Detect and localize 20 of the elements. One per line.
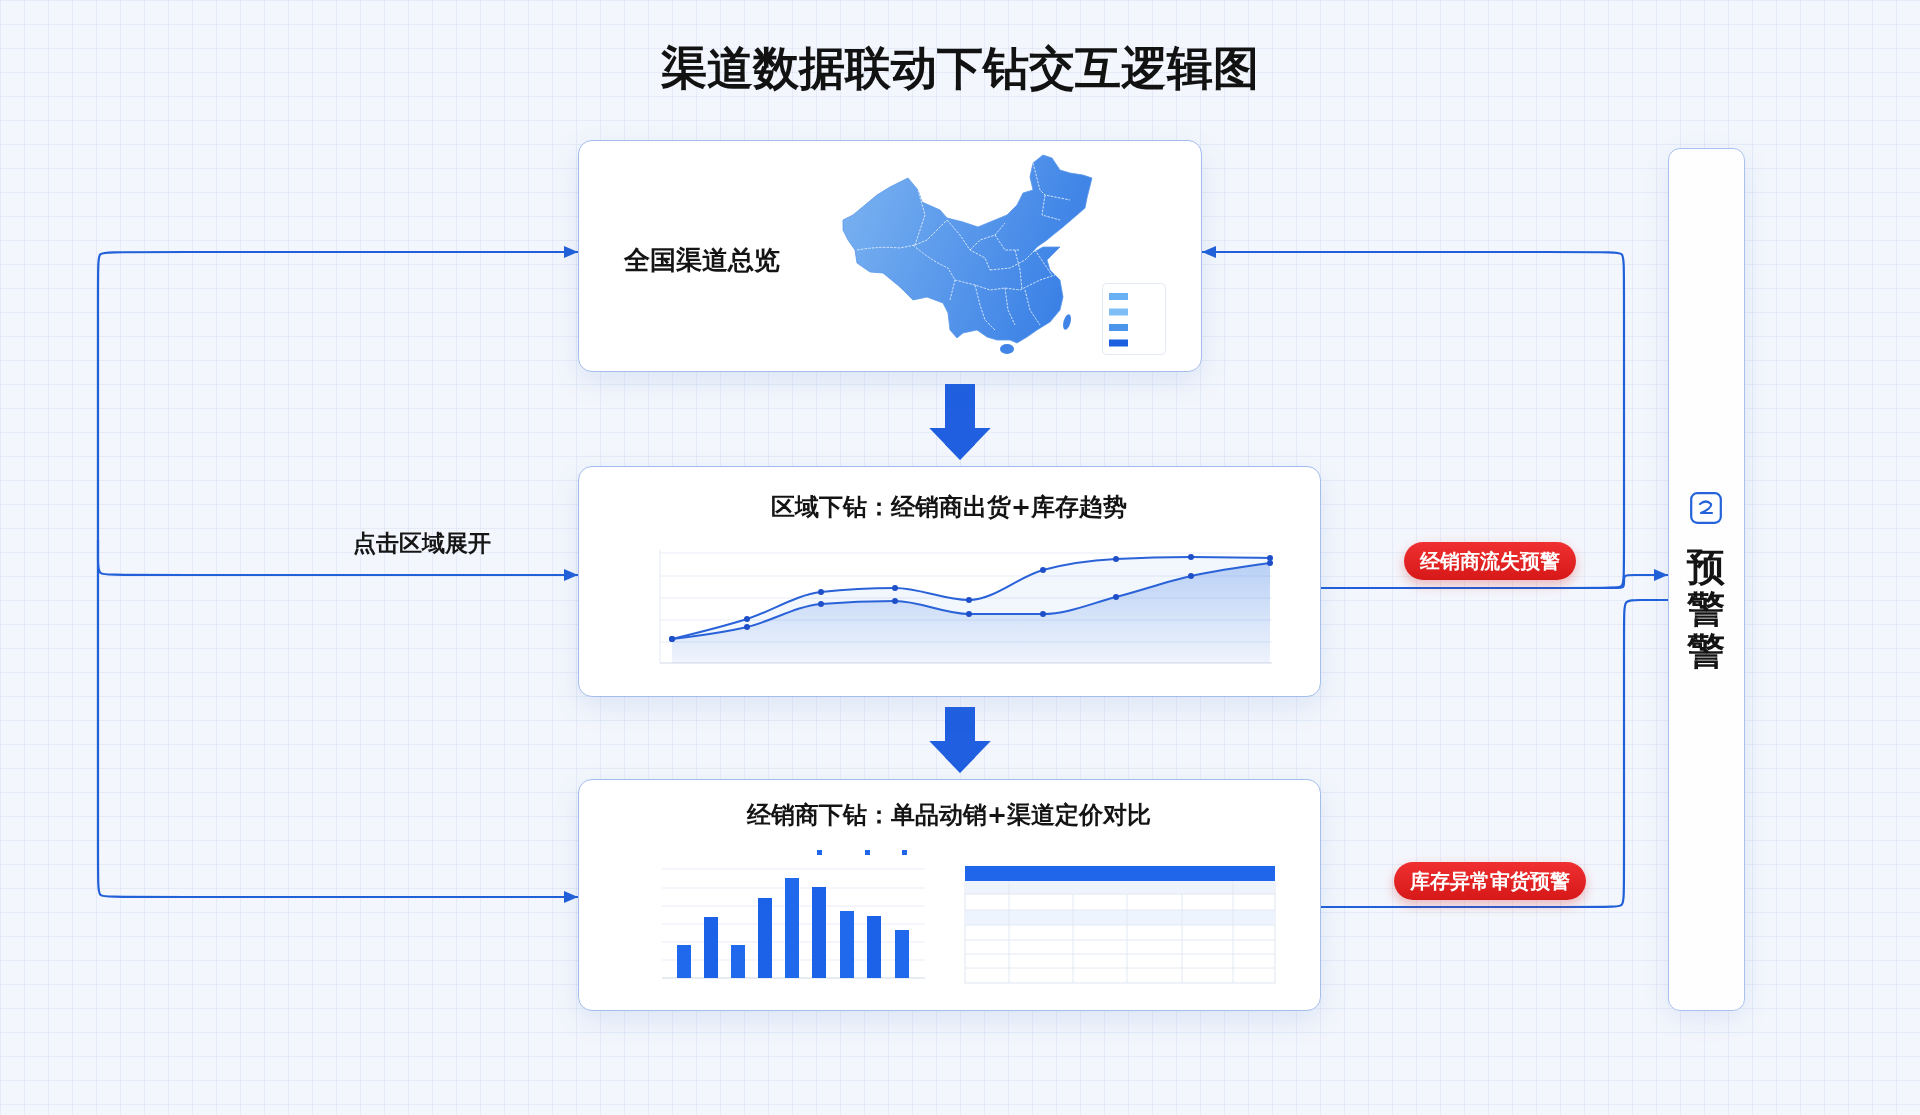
connector-arrow	[96, 246, 578, 575]
alert-panel	[1668, 148, 1745, 1011]
block-arrow	[929, 384, 991, 460]
connector-arrow	[96, 575, 578, 903]
connector-arrow	[96, 540, 578, 581]
alert-tag: 库存异常审货预警	[1394, 862, 1586, 900]
connector-arrow	[1202, 246, 1626, 590]
edge-label: 点击区域展开	[353, 530, 491, 558]
card-title: 全国渠道总览	[624, 245, 780, 277]
card-title: 经销商下钻：单品动销+渠道定价对比	[746, 801, 1152, 830]
card-title: 区域下钻：经销商出货+库存趋势	[770, 493, 1128, 522]
panel-title: 预警警	[1687, 547, 1725, 673]
chart-card	[578, 779, 1321, 1011]
diagram-title: 渠道数据联动下钻交互逻辑图	[661, 42, 1259, 95]
chart-card	[578, 466, 1321, 697]
alert-tag: 经销商流失预警	[1404, 542, 1576, 580]
overview-card	[578, 140, 1202, 372]
connector-line	[1321, 598, 1668, 909]
connector-arrow	[1321, 569, 1668, 590]
block-arrow	[929, 707, 991, 773]
